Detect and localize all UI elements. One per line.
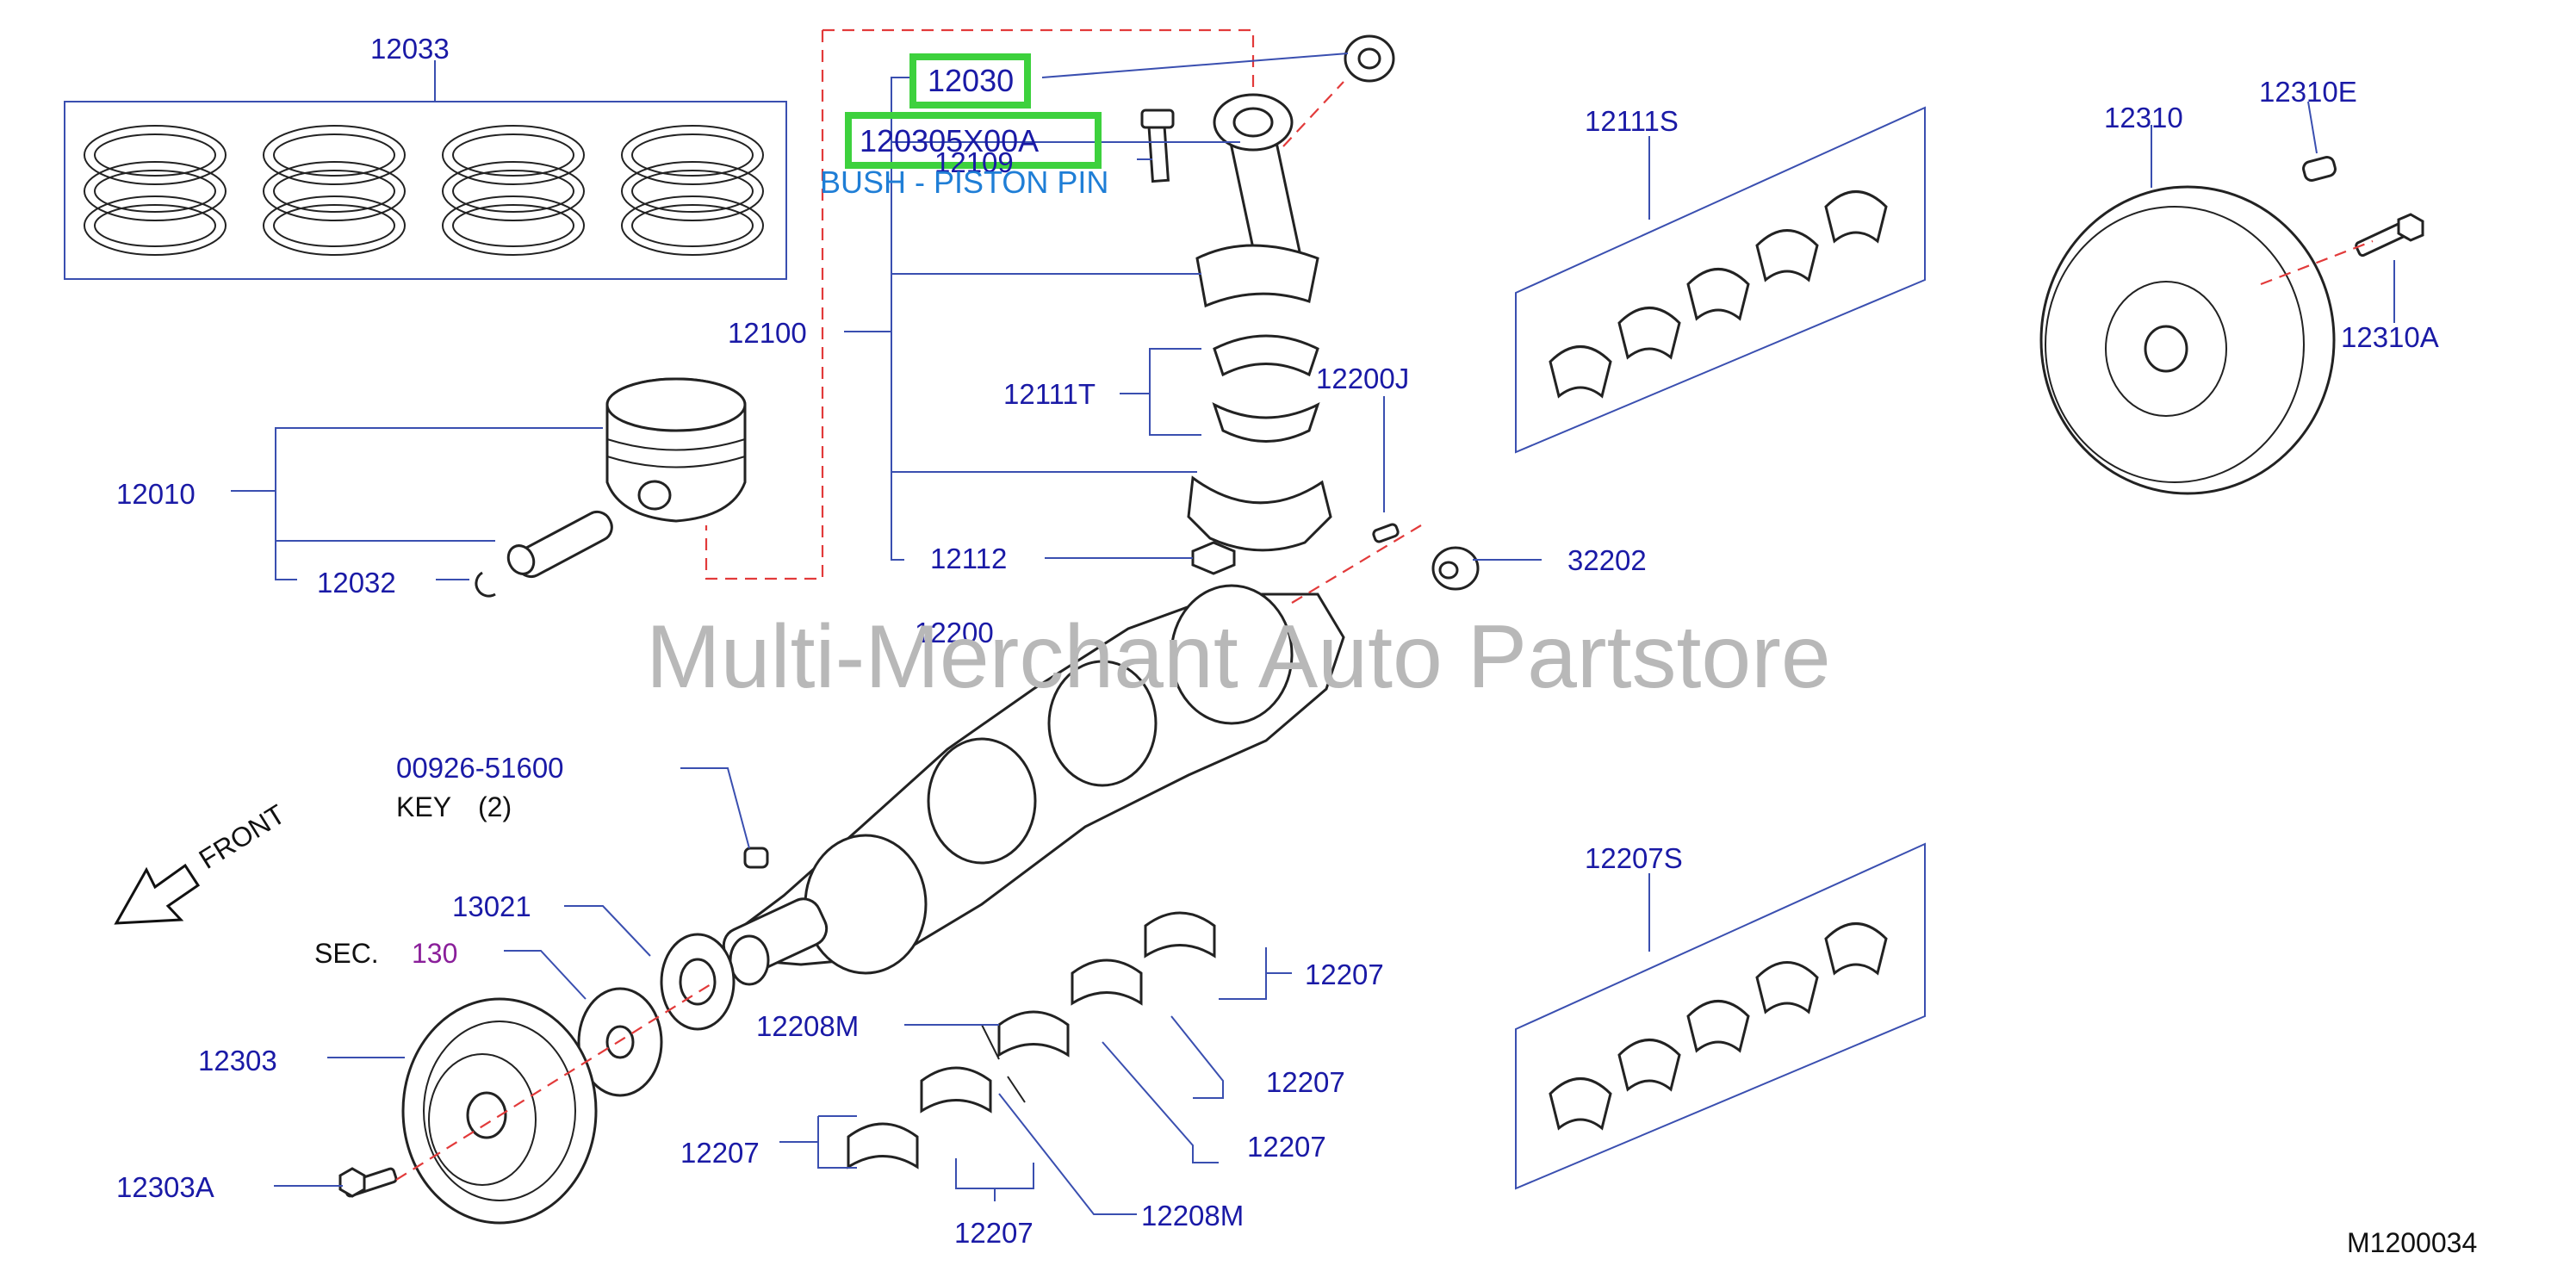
label-12310[interactable]: 12310 [2104,102,2183,133]
label-12111T[interactable]: 12111T [1003,378,1096,410]
label-12111S[interactable]: 12111S [1585,105,1679,137]
piston[interactable] [605,377,747,523]
label-12207-left[interactable]: 12207 [680,1137,760,1169]
label-12100[interactable]: 12100 [728,317,807,349]
label-12033[interactable]: 12033 [370,33,450,65]
label-12310A[interactable]: 12310A [2341,321,2439,353]
ring-set-box [64,101,787,280]
piston-pin[interactable] [504,507,617,581]
connecting-rod-cap[interactable] [1187,475,1332,552]
label-12207-mid[interactable]: 12207 [1266,1066,1345,1098]
crankshaft[interactable] [718,584,1345,986]
section-link-130[interactable]: 130 [412,938,457,969]
woodruff-key[interactable] [743,847,769,869]
watermark: Multi-Merchant Auto Partstore [646,607,1831,707]
rod-bush-axis [1282,81,1344,147]
pulley-axis-line [395,981,716,1181]
section-prefix: SEC. [314,938,379,969]
connecting-rod-bearing-pair[interactable] [1212,334,1320,443]
flywheel-dowel[interactable] [2302,156,2337,183]
highlight-box-12030 [909,53,1031,109]
crankshaft-sprocket[interactable] [660,933,736,1031]
label-12032[interactable]: 12032 [317,567,396,599]
description-bush-piston-pin: BUSH - PISTON PIN [820,164,1108,200]
leader-lines [231,53,2395,1215]
front-label: FRONT [194,798,291,875]
flywheel[interactable] [2039,185,2336,495]
front-arrow-icon [114,863,201,925]
label-12208M-upper[interactable]: 12208M [756,1010,859,1042]
crank-timing-gear[interactable] [577,987,663,1097]
ring-stack-4 [621,125,764,256]
description-key: KEY [396,791,451,822]
label-12200[interactable]: 12200 [915,617,994,648]
connecting-rod-bearing-set[interactable] [1515,106,1926,454]
label-12208M-lower[interactable]: 12208M [1141,1200,1244,1231]
flywheel-bolt[interactable] [2355,213,2424,257]
main-bearing-shells[interactable] [847,911,1216,1169]
figure-code: M1200034 [2347,1227,2477,1258]
ring-stack-3 [442,125,585,256]
label-12303[interactable]: 12303 [198,1045,277,1076]
ring-stack-2 [263,125,406,256]
label-12112[interactable]: 12112 [930,543,1007,574]
label-00926-51600[interactable]: 00926-51600 [396,752,564,784]
crankshaft-pulley[interactable] [401,997,598,1225]
main-bearing-set[interactable] [1515,842,1926,1190]
connecting-rod[interactable] [1195,93,1319,308]
label-12030[interactable]: 12030 [928,63,1014,98]
label-12109[interactable]: 12109 [934,146,1014,178]
connecting-rod-bolt[interactable] [1140,109,1175,183]
label-12207S[interactable]: 12207S [1585,842,1683,874]
label-12207-upper[interactable]: 12207 [1305,958,1384,990]
label-32202[interactable]: 32202 [1567,544,1647,576]
crankshaft-pilot-bushing[interactable] [1431,546,1480,591]
piston-pin-snap-ring[interactable] [475,571,496,598]
key-quantity: (2) [478,791,512,822]
crank-rear-axis [1291,524,1422,604]
label-12207-lower[interactable]: 12207 [1247,1131,1326,1163]
label-12200J[interactable]: 12200J [1316,363,1409,394]
front-direction-indicator: FRONT [114,798,291,925]
label-12207-bottom[interactable]: 12207 [954,1217,1034,1249]
piston-pin-bush[interactable] [1344,34,1395,83]
highlight-box-120305X00A [845,112,1102,169]
piston-ring-set[interactable] [64,60,787,280]
label-120305X00A[interactable]: 120305X00A [860,123,1039,158]
flywheel-bolt-axis [2260,239,2374,286]
crankshaft-pulley-bolt[interactable] [338,1167,398,1198]
ring-stack-1 [84,125,227,256]
connecting-rod-nut[interactable] [1191,541,1236,575]
label-12303A[interactable]: 12303A [116,1171,214,1203]
label-12010[interactable]: 12010 [116,478,196,510]
crankshaft-dowel-pin[interactable] [1372,523,1400,543]
label-13021[interactable]: 13021 [452,890,531,922]
label-12310E[interactable]: 12310E [2259,76,2357,108]
